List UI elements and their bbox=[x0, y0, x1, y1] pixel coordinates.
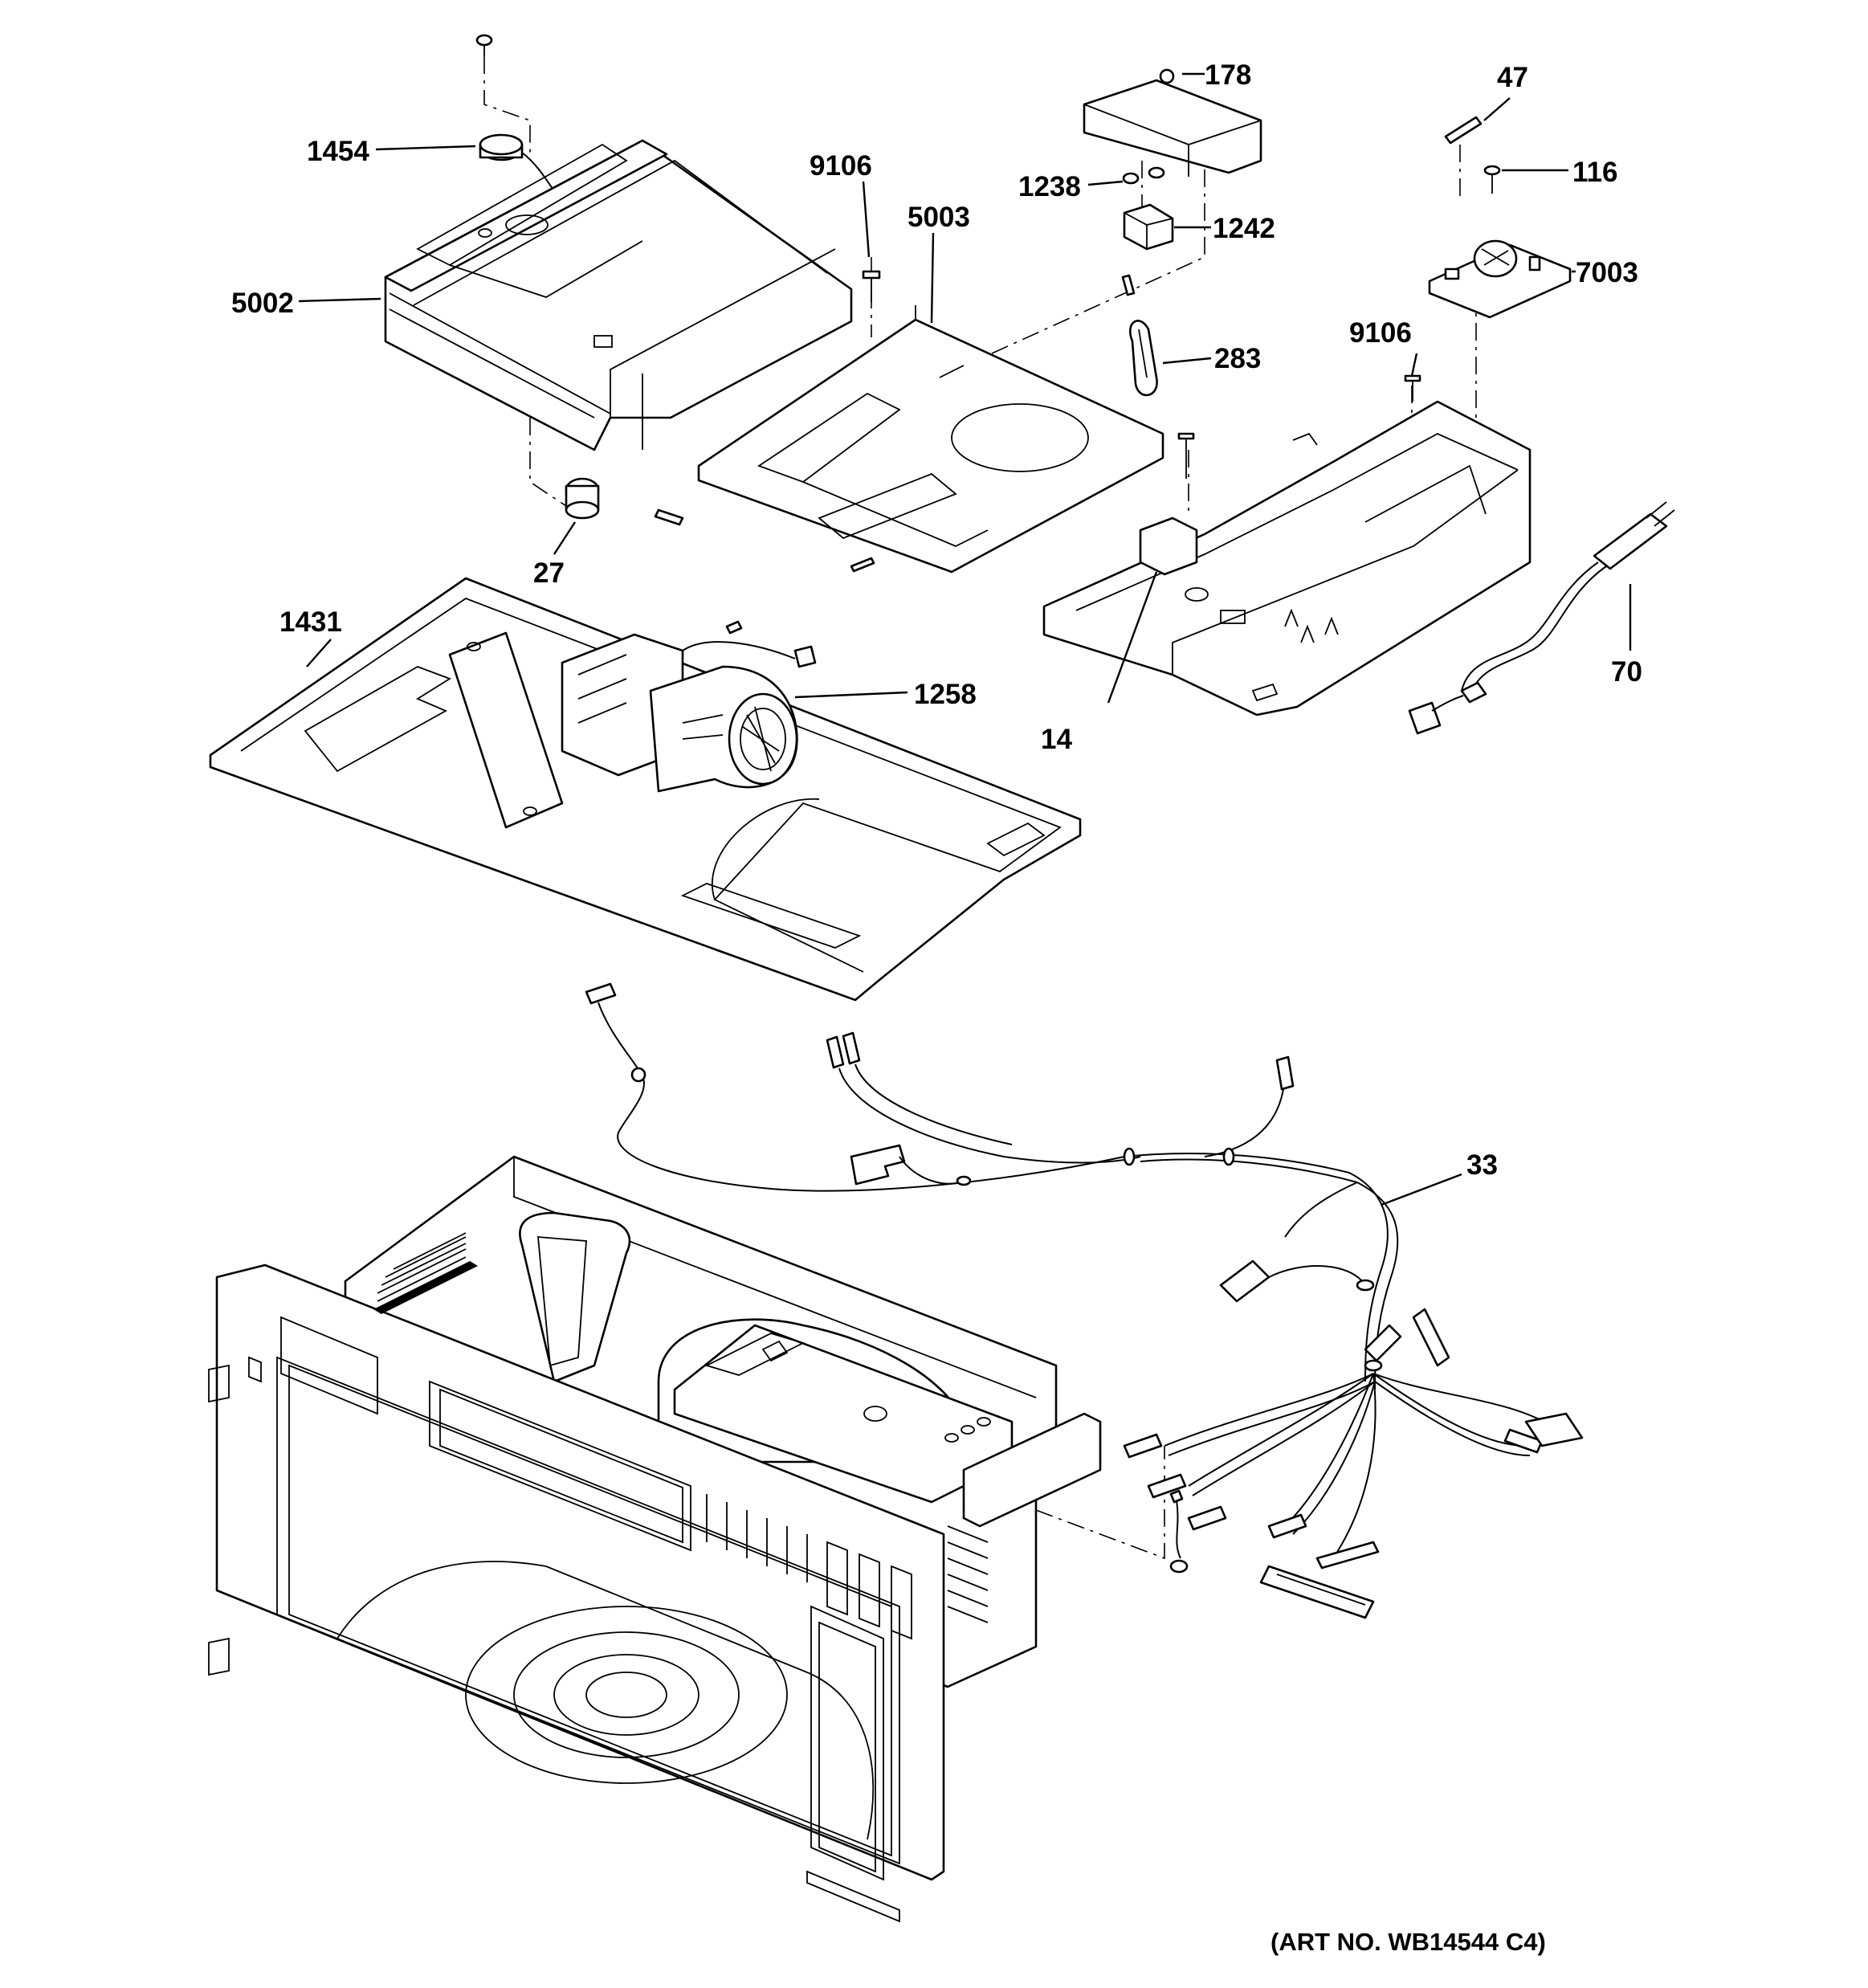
callout-labels: 1454 5002 27 9106 5003 178 1238 1242 283… bbox=[231, 59, 1642, 1181]
noise-filter-board-7003 bbox=[1428, 239, 1572, 319]
top-duct-5002 bbox=[384, 139, 853, 451]
callout-1454: 1454 bbox=[307, 136, 369, 167]
callout-1258: 1258 bbox=[914, 679, 977, 710]
callout-7003: 7003 bbox=[1576, 257, 1638, 288]
power-cord-70 bbox=[1408, 501, 1675, 735]
callout-1242: 1242 bbox=[1213, 213, 1275, 244]
plate-5003 bbox=[697, 270, 1164, 574]
vent-grilles bbox=[373, 1232, 989, 1623]
callout-27: 27 bbox=[533, 557, 565, 589]
fuse-holder-283 bbox=[1129, 320, 1158, 397]
callout-33: 33 bbox=[1466, 1149, 1498, 1181]
callout-5002: 5002 bbox=[231, 288, 294, 319]
switch-1242 bbox=[1121, 203, 1174, 296]
control-box-14 bbox=[1042, 374, 1532, 716]
callout-9106-a: 9106 bbox=[810, 150, 872, 182]
callout-70: 70 bbox=[1611, 656, 1642, 688]
blower-motor-1258 bbox=[561, 620, 817, 793]
callout-283: 283 bbox=[1214, 343, 1261, 374]
washer-1238 bbox=[1122, 166, 1165, 185]
front-frame bbox=[208, 1263, 945, 1923]
callout-1238: 1238 bbox=[1018, 171, 1081, 202]
callout-178: 178 bbox=[1205, 59, 1251, 91]
callout-5003: 5003 bbox=[907, 202, 970, 233]
callout-116: 116 bbox=[1572, 157, 1617, 188]
leader-lines bbox=[298, 72, 1632, 1206]
callout-47: 47 bbox=[1497, 62, 1528, 93]
switch-bracket-178 bbox=[1083, 68, 1262, 177]
fuse-47 bbox=[1444, 116, 1483, 145]
callout-9106-b: 9106 bbox=[1349, 317, 1412, 349]
callout-14: 14 bbox=[1041, 724, 1072, 755]
thermal-cutout-27 bbox=[565, 477, 684, 526]
art-number: (ART NO. WB14544 C4) bbox=[1270, 1928, 1546, 1956]
screw-116 bbox=[1483, 165, 1501, 194]
callout-1431: 1431 bbox=[279, 606, 342, 638]
wire-harness-33 bbox=[585, 982, 1584, 1619]
